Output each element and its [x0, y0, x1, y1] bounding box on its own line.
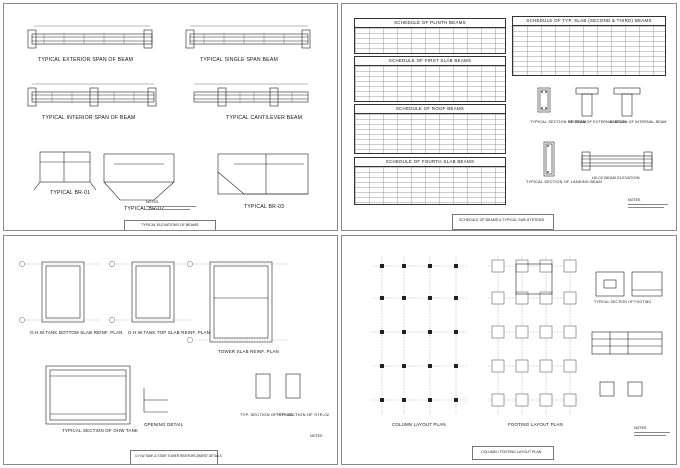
title-block-text: SCHEDULE OF BEAMS & TYPICAL SUB-SYSTEMS: [459, 218, 545, 222]
beam-section-drawings: [537, 87, 653, 177]
notes-heading: NOTES: [628, 198, 641, 202]
notes-heading: NOTES: [146, 200, 159, 204]
notes-heading: NOTES: [634, 426, 647, 430]
str01-label: TYP. SECTION OF STR-01: [240, 412, 294, 417]
title-block: TYPICAL ELEVATIONS OF BEAMS: [124, 220, 216, 230]
note-line: [146, 209, 190, 210]
typ-footing-label: TYPICAL SECTION OF FOOTING: [594, 300, 652, 304]
note-line: [146, 206, 196, 207]
beam-elevation-drawings: [27, 25, 311, 201]
title-block-text: COLUMN / FOOTING LAYOUT PLAN: [481, 450, 542, 454]
sheet-beam-schedules: SCHEDULE OF PLINTH BEAMS SCHEDULE OF TYP…: [341, 3, 677, 231]
int-beam-label: SECTION OF INTERNAL BEAM: [610, 120, 667, 124]
br02-label: TYPICAL BR-02: [124, 206, 165, 212]
schedule-plinth-table: SCHEDULE OF PLINTH BEAMS: [354, 18, 506, 54]
int-span-label: TYPICAL INTERIOR SPAN OF BEAM: [42, 115, 136, 121]
schedule-first-table: SCHEDULE OF FIRST SLAB BEAMS: [354, 56, 506, 102]
title-block: SCHEDULE OF BEAMS & TYPICAL SUB-SYSTEMS: [452, 214, 554, 230]
tank-detail-drawings: [19, 261, 301, 425]
table-grid: [355, 27, 505, 53]
notes-heading: NOTES: [310, 434, 323, 438]
note-line: [634, 435, 666, 436]
note-line: [628, 207, 664, 208]
layout-plan-drawings: [372, 256, 663, 414]
schedule-roof-table: SCHEDULE OF ROOF BEAMS: [354, 104, 506, 154]
table-title: SCHEDULE OF TYP. SLAB (SECOND & THIRD) B…: [526, 18, 652, 23]
tower-label: TOWER SLAB REINF. PLAN: [218, 349, 279, 354]
sheet-column-layout: COLUMN LAYOUT PLAN FOOTING LAYOUT PLAN T…: [341, 235, 677, 465]
single-span-label: TYPICAL SINGLE SPAN BEAM: [200, 57, 279, 63]
ext-beam-label: SECTION OF EXTERNAL BEAM: [568, 120, 626, 124]
title-block: COLUMN / FOOTING LAYOUT PLAN: [472, 446, 554, 460]
table-title: SCHEDULE OF FIRST SLAB BEAMS: [388, 58, 472, 63]
table-grid: [513, 25, 665, 75]
oht-bottom-label: O.H.W.TANK BOTTOM SLAB REINF. PLAN: [30, 330, 123, 335]
typ-section-label: TYPICAL SECTION OF BEAM: [530, 120, 587, 124]
str02-label: TYP. SECTION OF STR-02: [276, 412, 330, 417]
sheet-beam-elevations: TYPICAL EXTERIOR SPAN OF BEAM TYPICAL SI…: [3, 3, 338, 231]
note-line: [628, 204, 668, 205]
note-line: [634, 432, 670, 433]
sheet-tank-details: O.H.W.TANK BOTTOM SLAB REINF. PLAN O.H.W…: [3, 235, 338, 465]
table-title: SCHEDULE OF ROOF BEAMS: [395, 106, 465, 111]
schedule-fourth-table: SCHEDULE OF FOURTH SLAB BEAMS: [354, 157, 506, 205]
column-layout-label: COLUMN LAYOUT PLAN: [392, 422, 446, 427]
oht-top-label: O.H.W.TANK TOP SLAB REINF. PLAN: [128, 330, 210, 335]
ohw-section-label: TYPICAL SECTION OF OHW TANK: [62, 428, 139, 433]
title-block-text: O.H.W.TANK & STAIR TOWER REINFORCEMENT D…: [135, 454, 222, 458]
cantilever-label: TYPICAL CANTILEVER BEAM: [226, 115, 303, 121]
table-grid: [355, 65, 505, 101]
table-grid: [355, 166, 505, 204]
table-grid: [355, 113, 505, 153]
lb2-elevation-label: LB-02 BEAM ELEVATION: [592, 176, 640, 180]
schedule-typ-slab-table: SCHEDULE OF TYP. SLAB (SECOND & THIRD) B…: [512, 16, 666, 76]
landing-beam-label: TYPICAL SECTION OF LANDING BEAM: [526, 180, 602, 184]
br01-label: TYPICAL BR-01: [50, 190, 91, 196]
table-title: SCHEDULE OF FOURTH SLAB BEAMS: [385, 159, 475, 164]
table-title: SCHEDULE OF PLINTH BEAMS: [394, 20, 466, 25]
opening-detail-label: OPENING DETAIL: [144, 422, 184, 427]
br03-label: TYPICAL BR-03: [244, 204, 285, 210]
ext-span-label: TYPICAL EXTERIOR SPAN OF BEAM: [38, 57, 134, 63]
title-block-text: TYPICAL ELEVATIONS OF BEAMS: [141, 223, 199, 227]
title-block: O.H.W.TANK & STAIR TOWER REINFORCEMENT D…: [130, 450, 222, 464]
footing-layout-label: FOOTING LAYOUT PLAN: [508, 422, 563, 427]
